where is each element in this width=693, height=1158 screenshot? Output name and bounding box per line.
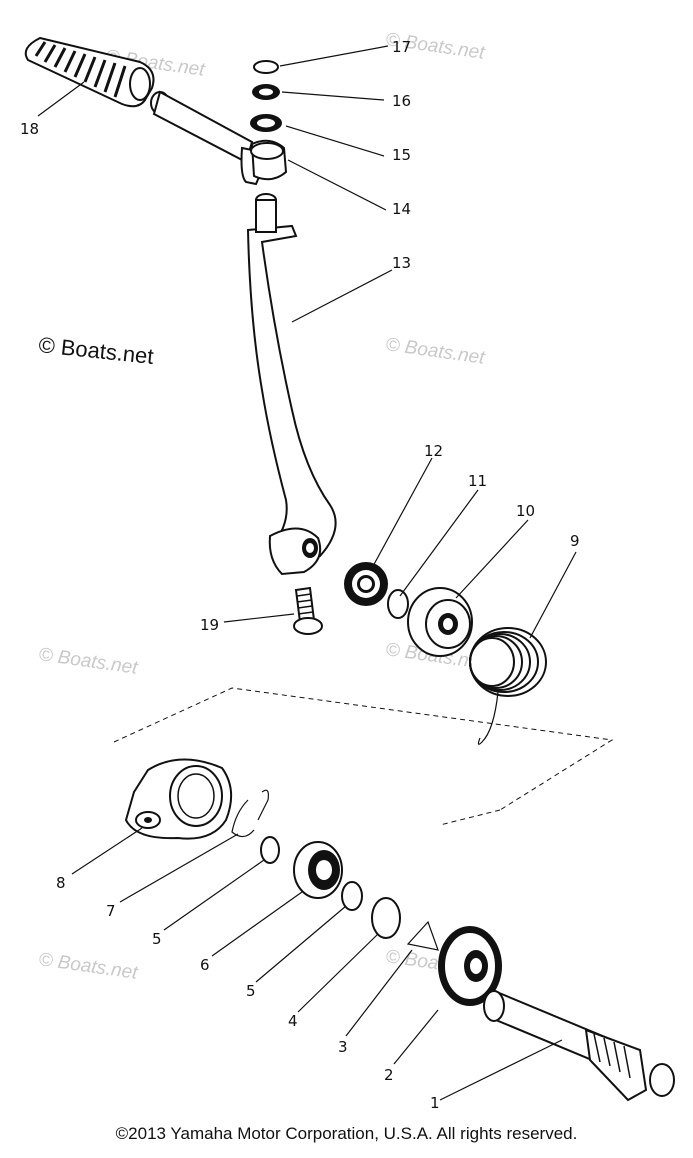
callout-3: 3 <box>338 1038 348 1056</box>
part-16-washer <box>252 84 280 100</box>
leader-lines <box>37 45 577 1101</box>
part-15-spring-washer <box>250 114 282 132</box>
callout-9: 9 <box>570 532 580 550</box>
callout-13: 13 <box>392 254 411 272</box>
part-14-kick-lever-arm <box>150 90 288 186</box>
assembly-outline <box>113 687 614 811</box>
watermark: © Boats.net <box>384 334 486 369</box>
part-2-kick-gear <box>438 926 502 1006</box>
callout-14: 14 <box>392 200 411 218</box>
part-12-oil-seal <box>344 562 388 606</box>
watermark: © Boats.net <box>37 949 139 984</box>
part-5-circlip <box>260 836 280 864</box>
part-6-ratchet <box>293 841 343 899</box>
watermark: © Boats.net <box>37 332 154 369</box>
part-18-kick-grip <box>24 36 155 108</box>
callout-15: 15 <box>392 146 411 164</box>
part-5-circlip <box>341 881 363 911</box>
callout-12: 12 <box>424 442 443 460</box>
callout-4: 4 <box>288 1012 298 1030</box>
callout-7: 7 <box>106 902 116 920</box>
callout-19: 19 <box>200 616 219 634</box>
callout-11: 11 <box>468 472 487 490</box>
callout-16: 16 <box>392 92 411 110</box>
copyright-text: ©2013 Yamaha Motor Corporation, U.S.A. A… <box>115 1124 578 1143</box>
callout-10: 10 <box>516 502 535 520</box>
part-11-circlip <box>387 589 409 619</box>
callout-2: 2 <box>384 1066 394 1084</box>
callout-5: 5 <box>246 982 256 1000</box>
part-13-kick-crank <box>246 193 337 576</box>
callout-17: 17 <box>392 38 411 56</box>
part-8-housing <box>124 758 233 840</box>
callout-1: 1 <box>430 1094 440 1112</box>
part-10-spring-cover <box>407 587 473 657</box>
part-3-spring-clip <box>406 920 439 951</box>
callout-5: 5 <box>152 930 162 948</box>
part-19-bolt <box>293 586 323 635</box>
part-7-clip <box>231 789 269 838</box>
callout-6: 6 <box>200 956 210 974</box>
part-1-kick-axle <box>483 988 675 1102</box>
part-4-washer <box>371 897 401 939</box>
part-17-circlip <box>253 60 279 74</box>
callout-18: 18 <box>20 120 39 138</box>
part-9-return-spring <box>469 627 547 745</box>
callout-8: 8 <box>56 874 66 892</box>
watermark: © Boats.net <box>37 644 139 679</box>
